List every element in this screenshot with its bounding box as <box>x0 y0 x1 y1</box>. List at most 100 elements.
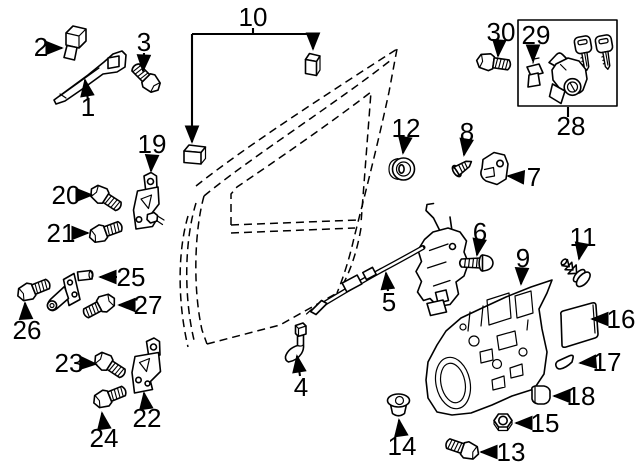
lock-set-box <box>517 19 618 107</box>
callout-26[interactable]: 26 <box>13 301 42 345</box>
callout-4[interactable]: 4 <box>292 354 308 402</box>
lock-clip-29 <box>526 57 544 88</box>
callout-27[interactable]: 27 <box>117 290 163 320</box>
callout-12-label: 12 <box>392 113 421 143</box>
callout-20-label: 20 <box>52 180 81 210</box>
callout-27-label: 27 <box>134 290 163 320</box>
callout-22[interactable]: 22 <box>133 391 162 433</box>
hex-bolt-21 <box>85 216 126 247</box>
callout-4-label: 4 <box>294 372 308 402</box>
callout-11[interactable]: 11 <box>570 222 597 261</box>
callout-6[interactable]: 6 <box>472 217 487 257</box>
callout-14-arrow <box>394 418 409 438</box>
lock-cylinder <box>548 52 588 105</box>
callout-18[interactable]: 18 <box>552 381 595 411</box>
callout-8-label: 8 <box>460 117 474 147</box>
callout-26-label: 26 <box>13 315 42 345</box>
hex-bolt-27 <box>79 290 120 323</box>
callout-11-label: 11 <box>570 222 597 252</box>
callout-9[interactable]: 9 <box>514 243 530 286</box>
callout-16[interactable]: 16 <box>590 304 636 334</box>
callout-24-arrow <box>97 411 112 431</box>
callout-1[interactable]: 1 <box>80 78 95 122</box>
callout-19[interactable]: 19 <box>138 129 167 173</box>
callout-7-label: 7 <box>527 162 541 192</box>
patch-16 <box>559 302 599 349</box>
screw-8 <box>451 160 473 178</box>
cap-plug-18 <box>531 385 551 405</box>
callout-28[interactable]: 28 <box>557 107 586 141</box>
hex-bolt-20 <box>86 180 126 216</box>
callout-23-arrow <box>79 355 98 371</box>
grommet-plug-12 <box>388 157 416 181</box>
handle-end-cap <box>63 25 87 61</box>
hex-bolt-23 <box>90 347 130 383</box>
callout-8-arrow <box>459 137 474 157</box>
callout-9-label: 9 <box>516 243 530 273</box>
callout-17[interactable]: 17 <box>578 347 622 377</box>
callout-15[interactable]: 15 <box>514 408 560 438</box>
callout-30[interactable]: 30 <box>487 17 516 58</box>
callout-28-label: 28 <box>557 111 586 141</box>
callout-10[interactable]: 10 <box>184 2 321 144</box>
hex-bolt-26 <box>13 274 54 305</box>
callout-24[interactable]: 24 <box>90 411 119 453</box>
callout-17-label: 17 <box>593 347 622 377</box>
callout-7[interactable]: 7 <box>506 162 541 192</box>
callout-16-label: 16 <box>607 304 636 334</box>
callout-15-label: 15 <box>531 408 560 438</box>
callout-2-label: 2 <box>34 32 48 62</box>
door-outline <box>179 48 398 348</box>
callout-29[interactable]: 29 <box>522 20 551 63</box>
callout-6-label: 6 <box>473 217 487 247</box>
callout-26-arrow <box>18 301 34 320</box>
callout-22-arrow <box>139 391 154 411</box>
hex-bolt-13 <box>442 434 483 463</box>
hex-bolt-3 <box>127 59 165 97</box>
callout-1-label: 1 <box>81 92 95 122</box>
striker-bracket-7 <box>480 151 509 186</box>
door-module-panel <box>425 279 553 416</box>
callout-30-label: 30 <box>487 17 516 47</box>
callout-14[interactable]: 14 <box>388 418 417 461</box>
callout-6-arrow <box>472 237 487 257</box>
callout-23[interactable]: 23 <box>55 348 98 378</box>
callout-3-label: 3 <box>137 27 151 57</box>
callout-13[interactable]: 13 <box>479 437 525 467</box>
callout-19-label: 19 <box>138 129 167 159</box>
callout-12[interactable]: 12 <box>392 113 421 155</box>
push-pin-clip-11 <box>560 258 591 288</box>
door-latch <box>415 202 470 317</box>
lock-cable <box>305 245 426 316</box>
callout-21-label: 21 <box>47 218 76 248</box>
retainer-clip-front <box>183 144 207 165</box>
lock-knob-lever-4 <box>284 322 307 363</box>
callout-14-label: 14 <box>388 431 417 461</box>
callout-3[interactable]: 3 <box>136 27 152 73</box>
callout-20[interactable]: 20 <box>52 180 94 210</box>
callout-8[interactable]: 8 <box>459 117 474 157</box>
callout-12-arrow <box>398 135 413 155</box>
callout-21[interactable]: 21 <box>47 218 90 248</box>
callout-2[interactable]: 2 <box>34 32 64 62</box>
screw-6 <box>458 254 494 272</box>
callout-19-arrow <box>144 154 160 173</box>
hex-bolt-24 <box>89 381 130 412</box>
retainer-clip-rear <box>304 52 321 77</box>
callout-1-arrow <box>80 78 95 101</box>
callout-29-label: 29 <box>522 20 551 50</box>
outside-door-handle <box>53 50 127 105</box>
callout-5-label: 5 <box>382 287 396 317</box>
callout-3-arrow <box>136 52 152 73</box>
callout-11-arrow <box>574 241 590 261</box>
callout-23-label: 23 <box>55 348 84 378</box>
callout-5-arrow <box>380 271 396 292</box>
callout-9-arrow <box>514 267 530 286</box>
callout-22-label: 22 <box>133 403 162 433</box>
callout-17-arrow <box>578 354 598 369</box>
callout-4-arrow <box>292 354 307 377</box>
callout-25[interactable]: 25 <box>98 262 145 292</box>
callout-5[interactable]: 5 <box>380 271 396 317</box>
